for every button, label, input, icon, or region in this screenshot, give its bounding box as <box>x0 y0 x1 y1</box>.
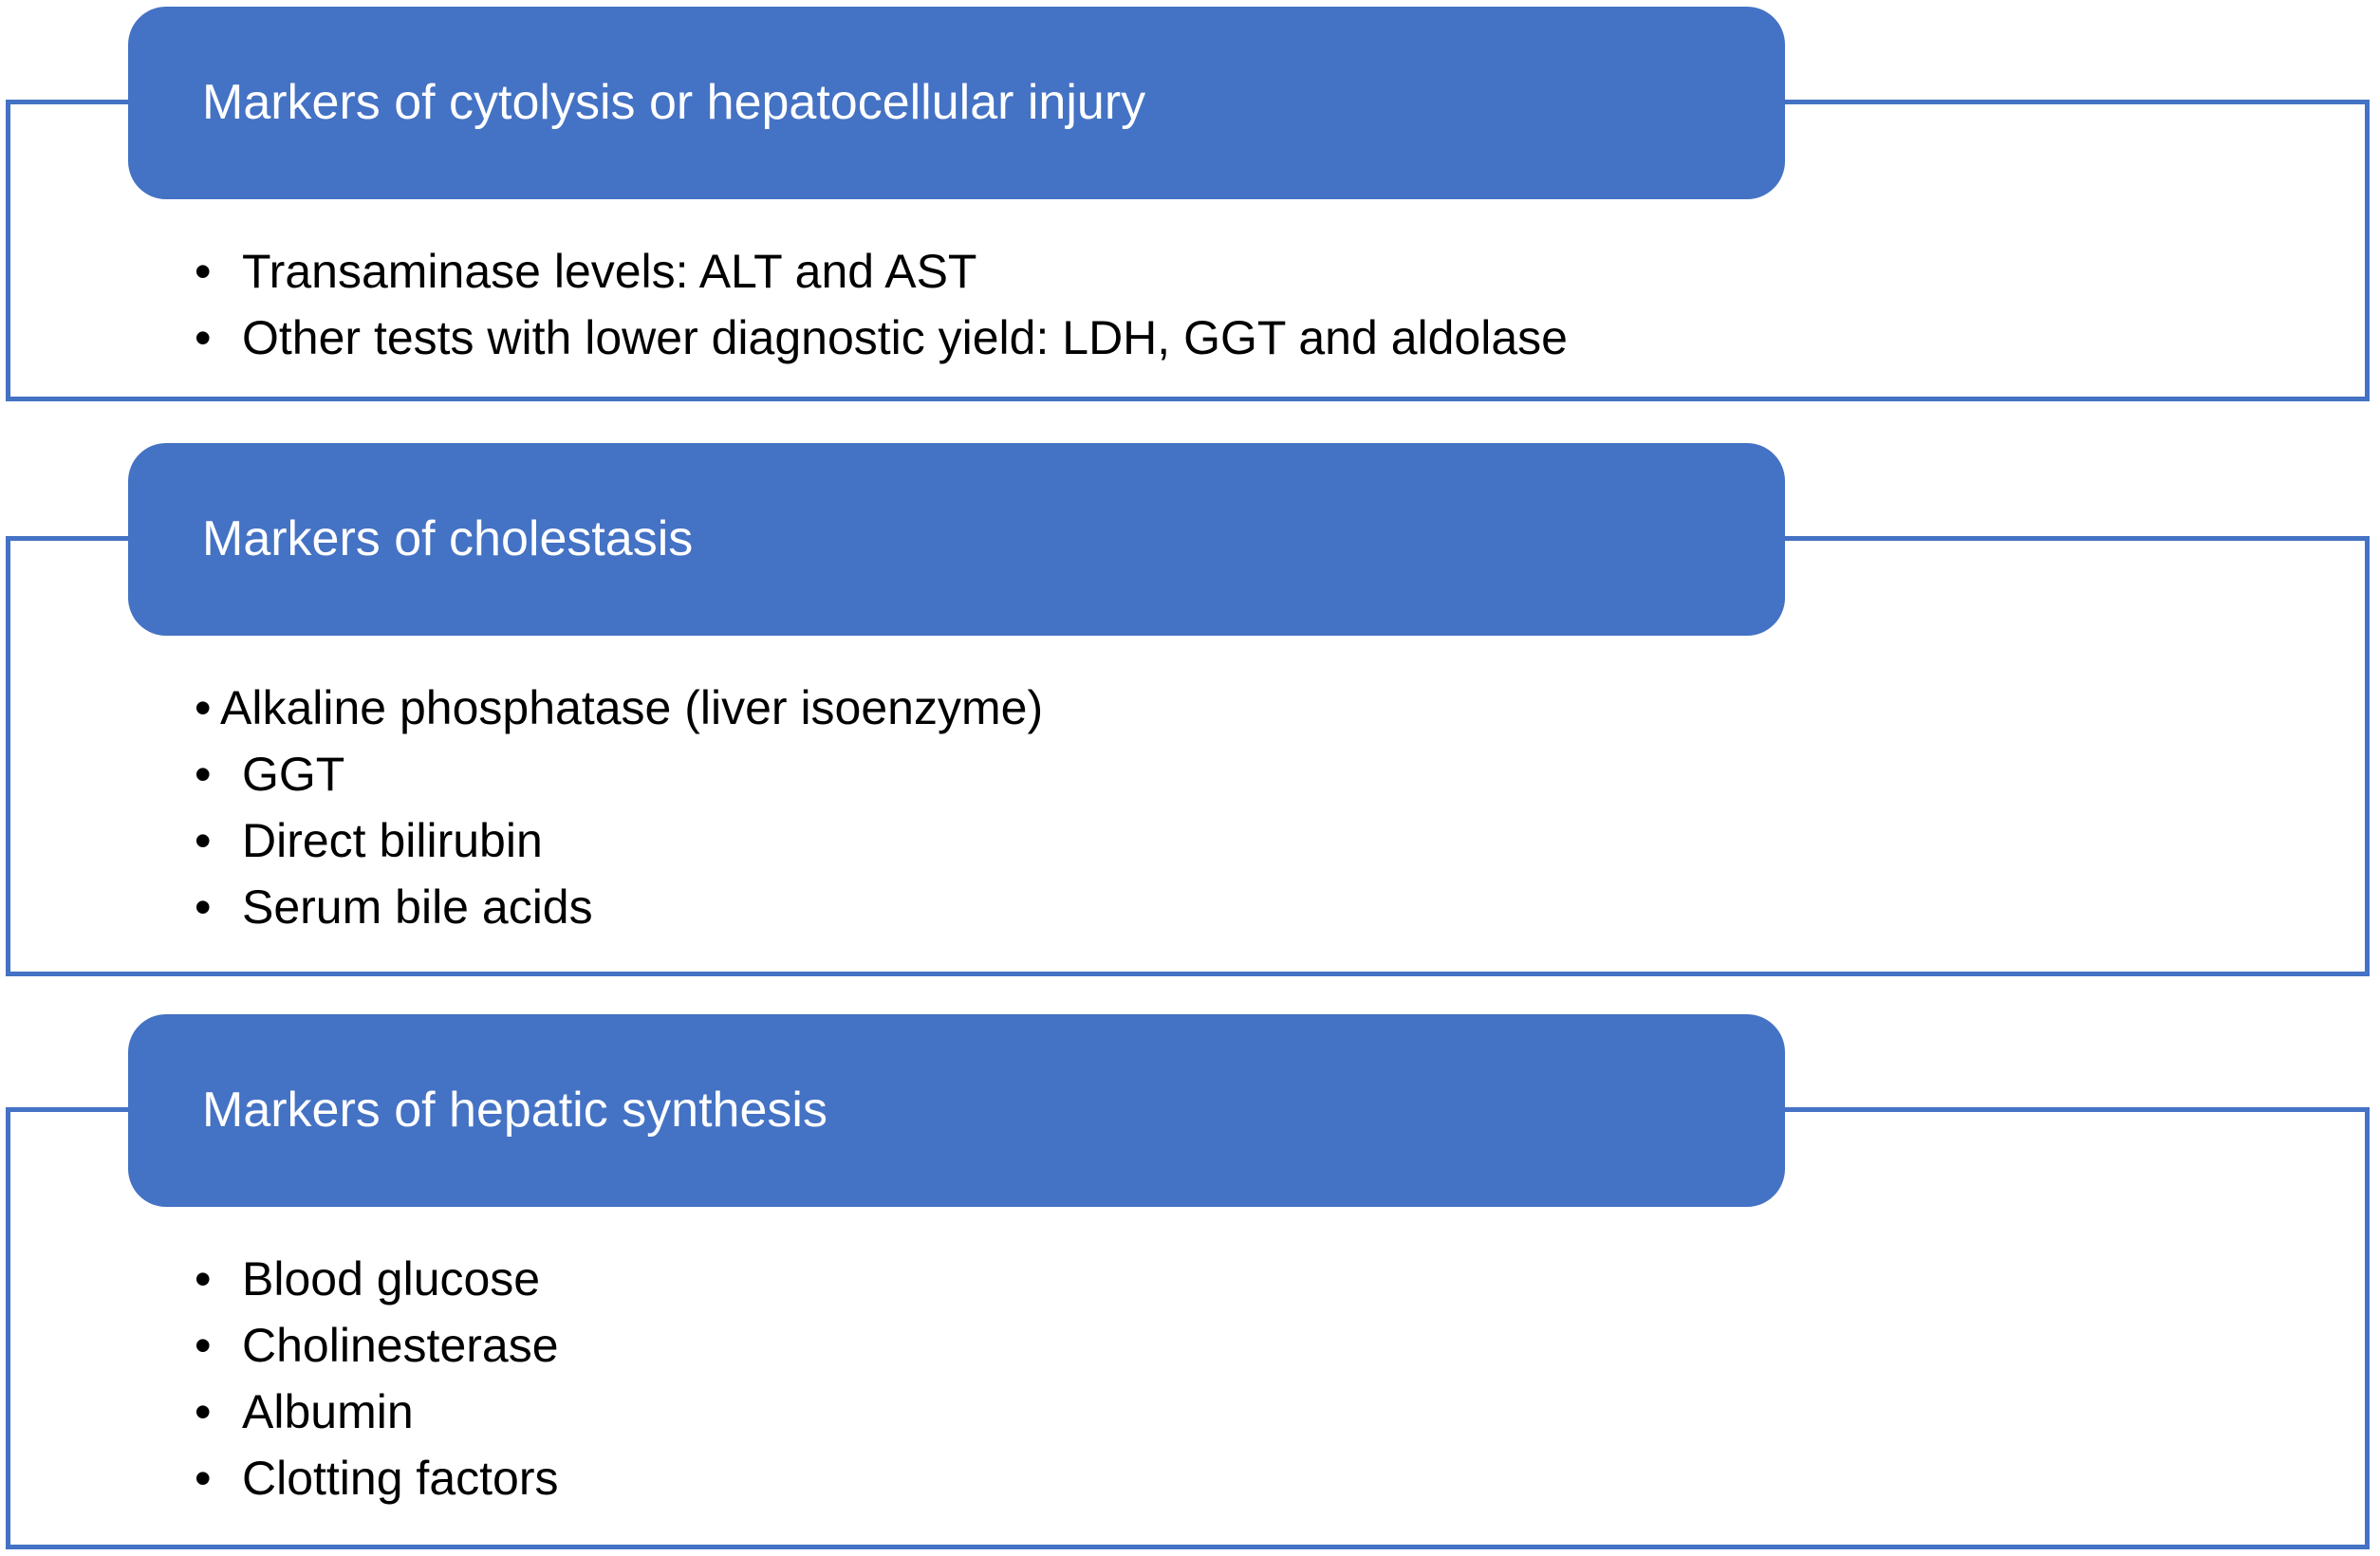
section-title: Markers of hepatic synthesis <box>202 1082 827 1138</box>
bullet-icon: • <box>195 1319 212 1372</box>
bullet-icon: • <box>195 1385 212 1438</box>
list-item-text: Cholinesterase <box>242 1319 559 1372</box>
list-item: • Alkaline phosphatase (liver isoenzyme) <box>195 675 1043 741</box>
list-item: • Direct bilirubin <box>195 807 1043 874</box>
list-item: • Cholinesterase <box>195 1312 559 1379</box>
section-title: Markers of cholestasis <box>202 510 694 566</box>
list-item-text: Transaminase levels: ALT and AST <box>242 245 977 298</box>
list-item: • Transaminase levels: ALT and AST <box>195 238 1568 305</box>
list-item-text: Blood glucose <box>242 1252 541 1306</box>
bullet-list: • Alkaline phosphatase (liver isoenzyme)… <box>195 675 1043 940</box>
section-header: Markers of hepatic synthesis <box>128 1014 1785 1207</box>
section-header: Markers of cytolysis or hepatocellular i… <box>128 7 1785 199</box>
list-item: • Serum bile acids <box>195 874 1043 940</box>
bullet-icon: • <box>195 681 212 734</box>
section-title: Markers of cytolysis or hepatocellular i… <box>202 74 1146 130</box>
list-item-text: Alkaline phosphatase (liver isoenzyme) <box>220 681 1044 734</box>
list-item-text: Other tests with lower diagnostic yield:… <box>242 311 1568 364</box>
bullet-icon: • <box>195 748 212 801</box>
bullet-list: • Blood glucose • Cholinesterase • Album… <box>195 1246 559 1511</box>
bullet-icon: • <box>195 1252 212 1306</box>
bullet-list: • Transaminase levels: ALT and AST • Oth… <box>195 238 1568 371</box>
list-item: • Clotting factors <box>195 1445 559 1511</box>
list-item-text: GGT <box>242 748 345 801</box>
list-item: • Other tests with lower diagnostic yiel… <box>195 305 1568 371</box>
list-item: • GGT <box>195 741 1043 807</box>
bullet-icon: • <box>195 311 212 364</box>
bullet-icon: • <box>195 814 212 867</box>
list-item-text: Direct bilirubin <box>242 814 543 867</box>
bullet-icon: • <box>195 1452 212 1505</box>
list-item-text: Albumin <box>242 1385 414 1438</box>
list-item: • Albumin <box>195 1379 559 1445</box>
bullet-icon: • <box>195 880 212 934</box>
section-header: Markers of cholestasis <box>128 443 1785 636</box>
bullet-icon: • <box>195 245 212 298</box>
list-item: • Blood glucose <box>195 1246 559 1312</box>
list-item-text: Serum bile acids <box>242 880 593 934</box>
list-item-text: Clotting factors <box>242 1452 559 1505</box>
